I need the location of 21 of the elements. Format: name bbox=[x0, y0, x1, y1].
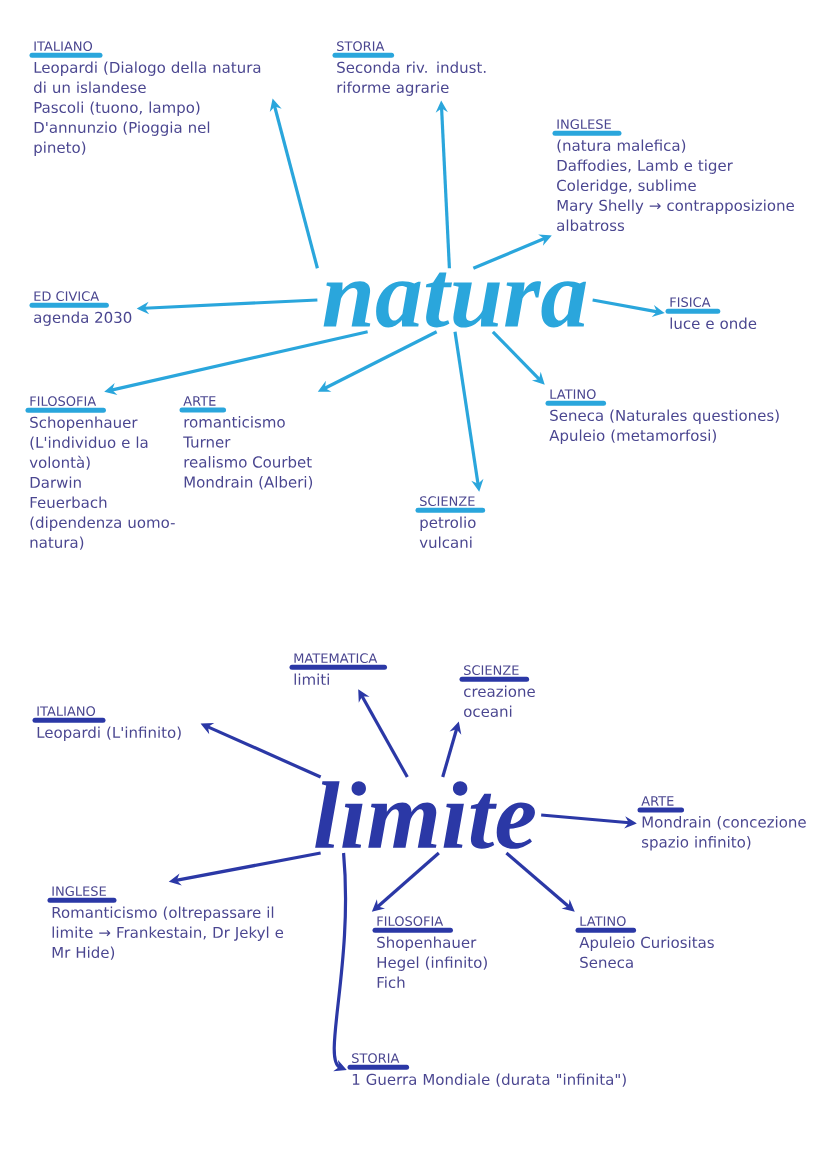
topic-note: ED CIVICA agenda 2030 bbox=[29, 291, 132, 326]
topic-note: FILOSOFIA Shopenhauer Hegel (infinito) Fich bbox=[372, 916, 487, 989]
central-word: natura bbox=[323, 272, 587, 328]
topic-note: ARTE Mondrain (concezione spazio infinito) bbox=[637, 796, 806, 851]
central-word: limite bbox=[315, 781, 535, 849]
topic-note: ITALIANO Leopardi (Dialogo della natura di un islandese Pascoli (tuono, lampo) D'annunzio (Pioggia nel pineto) bbox=[29, 41, 261, 156]
topic-note: ARTE romanticismo Turner realismo Courbet Mondrain (Alberi) bbox=[179, 396, 313, 490]
topic-note: FILOSOFIA Schopenhauer (L'individuo e la volontà) Darwin Feuerbach (dipendenza uomo-natura) bbox=[25, 396, 175, 550]
topic-note: INGLESE (natura malefica) Daffodies, Lamb e tiger Coleridge, sublime Mary Shelly → contrapposizione albatross bbox=[552, 119, 794, 232]
topic-note: ITALIANO Leopardi (L'infinito) bbox=[32, 706, 181, 741]
topic-note: STORIA Seconda riv. indust. riforme agrarie bbox=[332, 41, 486, 96]
topic-note: MATEMATICA limiti bbox=[289, 653, 387, 685]
arrow bbox=[491, 330, 545, 385]
arrow bbox=[505, 851, 575, 912]
topic-note: LATINO Apuleio Curiositas Seneca bbox=[575, 916, 714, 969]
topic-note: STORIA 1 Guerra Mondiale (durata "infinita") bbox=[347, 1053, 626, 1087]
topic-note: SCIENZE petrolio vulcani bbox=[415, 496, 486, 549]
topic-note: SCIENZE creazione oceani bbox=[459, 665, 535, 718]
topic-note: FISICA luce e onde bbox=[665, 297, 757, 330]
topic-note: LATINO Seneca (Naturales questiones) Apuleio (metamorfosi) bbox=[545, 389, 779, 444]
topic-note: INGLESE Romanticismo (oltrepassare il limite → Frankestain, Dr Jekyl e Mr Hide) bbox=[47, 886, 284, 960]
